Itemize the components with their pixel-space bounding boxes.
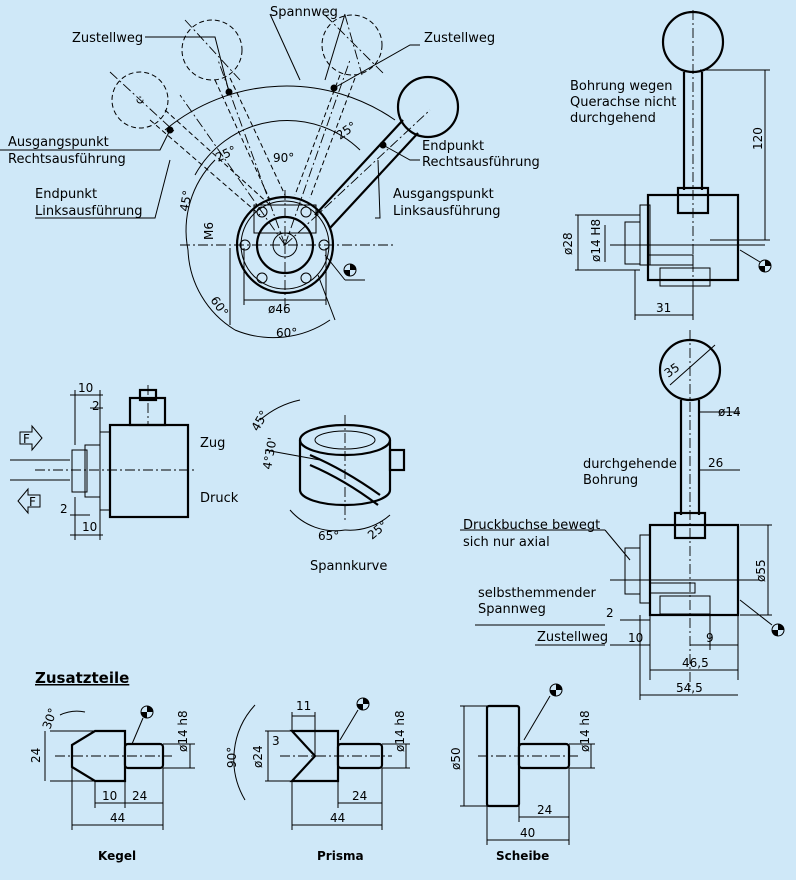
dim-2-top: 2 <box>92 399 100 413</box>
prisma-dim-24: ø24 <box>251 745 265 768</box>
kegel-dim-44: 44 <box>110 811 125 825</box>
label-ausgangspunkt-links-2: Linksausführung <box>393 204 501 219</box>
dim-10-bottom: 10 <box>82 520 97 534</box>
label-ausgangspunkt-rechts-1: Ausgangspunkt <box>8 135 109 150</box>
lever-side-view: Bohrung wegen Querachse nicht durchgehen… <box>561 10 772 320</box>
force-label-bottom: F <box>29 495 36 509</box>
cam-angle-45: 45° <box>248 408 271 433</box>
label-zug: Zug <box>200 436 225 451</box>
dim-46-5: 46,5 <box>682 656 709 670</box>
label-selbsthemmender-2: Spannweg <box>478 602 546 617</box>
kegel-dim-24: 24 <box>29 748 43 763</box>
dim-dia-55: ø55 <box>754 559 768 582</box>
dim-54-5: 54,5 <box>676 681 703 695</box>
label-spannweg: Spannweg <box>270 5 338 20</box>
cam-caption: Spannkurve <box>310 559 387 574</box>
scheibe-dim-40: 40 <box>520 826 535 840</box>
label-bohrung-1: Bohrung wegen <box>570 79 672 94</box>
cam-angle-25: 25° <box>365 518 390 542</box>
label-bohrung-3: durchgehend <box>570 111 656 126</box>
angle-25-right: 25° <box>334 119 359 143</box>
label-selbsthemmender-1: selbsthemmender <box>478 586 597 601</box>
part-prisma: 11 ø14 h8 90° ø24 3 24 44 Prisma <box>225 697 410 863</box>
thread-m6: M6 <box>202 222 216 240</box>
dim-9: 9 <box>706 631 714 645</box>
dim-dia-14-h8: ø14 H8 <box>589 219 603 262</box>
label-druckbuchse-2: sich nur axial <box>463 535 550 550</box>
dim-120: 120 <box>751 127 765 150</box>
zusatzteile-section: Zusatzteile 30° 24 ø14 h8 <box>29 669 595 863</box>
dim-31: 31 <box>656 301 671 315</box>
kegel-dim-24b: 24 <box>132 789 147 803</box>
prisma-angle-90: 90° <box>225 747 239 768</box>
kegel-caption: Kegel <box>98 849 136 863</box>
dim-2: 2 <box>606 606 614 620</box>
dim-dia-46: ø46 <box>268 302 291 316</box>
part-scheibe: ø50 ø14 h8 24 40 Scheibe <box>449 683 595 863</box>
part-kegel: 30° 24 ø14 h8 10 24 44 Kegel <box>29 705 195 863</box>
axial-view: 35 ø14 durchgehende Bohrung 26 Druckbuch… <box>460 330 785 700</box>
force-label-top: F <box>23 432 30 446</box>
prisma-dim-11: 11 <box>296 699 311 713</box>
label-endpunkt-links-1: Endpunkt <box>35 187 97 202</box>
dim-2-bottom: 2 <box>60 502 68 516</box>
cam-view: 45° 4°30' 65° 25° Spannkurve <box>248 399 406 574</box>
label-ausgangspunkt-links-1: Ausgangspunkt <box>393 187 494 202</box>
label-endpunkt-links-2: Linksausführung <box>35 204 143 219</box>
zusatzteile-heading: Zusatzteile <box>35 669 129 687</box>
angle-25-left: 25° <box>213 143 238 165</box>
label-druck: Druck <box>200 491 239 506</box>
dim-dia-28: ø28 <box>561 232 575 255</box>
cam-angle-65: 65° <box>318 529 339 543</box>
label-zustellweg: Zustellweg <box>537 630 608 645</box>
angle-45: 45° <box>177 189 194 212</box>
label-endpunkt-rechts-2: Rechtsausführung <box>422 155 540 170</box>
label-durchgehende-2: Bohrung <box>583 473 638 488</box>
cam-angle-4-30: 4°30' <box>260 436 279 470</box>
dim-26: 26 <box>708 456 723 470</box>
dim-10: 10 <box>628 631 643 645</box>
angle-60-side: 60° <box>208 294 232 319</box>
label-zustellweg-right: Zustellweg <box>424 31 495 46</box>
kegel-dim-10: 10 <box>102 789 117 803</box>
prisma-dim-24b: 24 <box>352 789 367 803</box>
kegel-dim-14h8: ø14 h8 <box>176 710 190 752</box>
angle-60-bottom: 60° <box>276 326 297 340</box>
kegel-angle-30: 30° <box>40 706 60 731</box>
scheibe-dim-24: 24 <box>537 803 552 817</box>
scheibe-dim-50: ø50 <box>449 747 463 770</box>
label-durchgehende-1: durchgehende <box>583 457 677 472</box>
label-zustellweg-left: Zustellweg <box>72 31 143 46</box>
label-druckbuchse-1: Druckbuchse bewegt <box>463 518 600 533</box>
angle-90: 90° <box>273 151 294 165</box>
scheibe-caption: Scheibe <box>496 849 549 863</box>
label-ausgangspunkt-rechts-2: Rechtsausführung <box>8 152 126 167</box>
label-endpunkt-rechts-1: Endpunkt <box>422 139 484 154</box>
prisma-caption: Prisma <box>317 849 364 863</box>
dim-dia-14: ø14 <box>718 405 741 419</box>
scheibe-dim-14h8: ø14 h8 <box>578 710 592 752</box>
prisma-dim-44: 44 <box>330 811 345 825</box>
lever-top-view: Spannweg Zustellweg Zustellweg Ausgangsp… <box>0 5 540 340</box>
prisma-dim-3: 3 <box>272 734 280 748</box>
force-view: F F 10 2 2 10 Zug Druck <box>10 381 239 540</box>
dim-10-top: 10 <box>78 381 93 395</box>
label-bohrung-2: Querachse nicht <box>570 95 676 110</box>
prisma-dim-14h8: ø14 h8 <box>393 710 407 752</box>
